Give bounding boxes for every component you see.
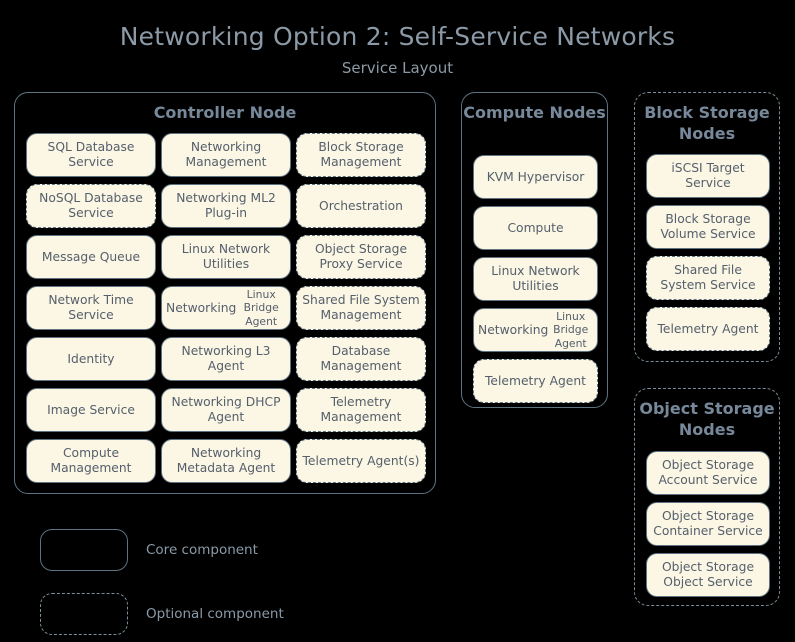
service-chip[interactable]: Block Storage Volume Service <box>646 205 770 249</box>
service-chip-label: Block Storage Volume Service <box>660 212 756 241</box>
service-chip[interactable]: Shared File System Service <box>646 256 770 300</box>
service-chip-label: Compute <box>507 220 564 235</box>
service-chip-label: Telemetry Agent(s) <box>302 453 420 468</box>
service-chip[interactable]: SQL Database Service <box>26 133 156 177</box>
service-chip-label: iSCSI Target Service <box>671 161 745 190</box>
legend-item: Optional component <box>40 582 380 642</box>
service-chip[interactable]: Telemetry Agent <box>473 359 598 403</box>
block-storage-nodes-title: Block Storage Nodes <box>644 103 770 144</box>
service-chip-label: Telemetry Agent <box>657 321 759 336</box>
service-chip[interactable]: Networking Linux Bridge Agent <box>473 308 598 352</box>
service-chip-label: Block Storage Management <box>318 140 404 169</box>
service-chip-label: Shared File System Service <box>660 263 756 292</box>
service-chip[interactable]: Object Storage Proxy Service <box>296 235 426 279</box>
service-chip-label: Linux Network Utilities <box>491 264 580 293</box>
service-chip[interactable]: KVM Hypervisor <box>473 155 598 199</box>
service-chip-label: Orchestration <box>319 198 403 213</box>
legend-item-label: Core component <box>146 542 258 558</box>
service-chip-sublabel: Linux Bridge Agent <box>553 310 589 350</box>
controller-node-title: Controller Node <box>153 103 297 122</box>
compute-nodes-title: Compute Nodes <box>463 103 606 122</box>
service-chip[interactable]: Image Service <box>26 388 156 432</box>
service-chip-label: Object Storage Proxy Service <box>314 242 408 271</box>
legend-item-label: Optional component <box>146 606 284 622</box>
service-chip-label: Networking <box>166 300 237 315</box>
service-chip[interactable]: Networking Management <box>161 133 291 177</box>
service-chip-label: Networking ML2 Plug-in <box>176 191 276 220</box>
service-chip[interactable]: Networking DHCP Agent <box>161 388 291 432</box>
block-storage-nodes-container: Block Storage Nodes iSCSI Target Service… <box>634 92 780 362</box>
service-chip-label: Object Storage Container Service <box>653 509 763 538</box>
service-chip-label: SQL Database Service <box>47 140 135 169</box>
service-chip-label: Networking L3 Agent <box>181 344 271 373</box>
controller-node-service-grid: SQL Database Service Networking Managemen… <box>26 133 426 483</box>
service-chip-label: Network Time Service <box>48 293 134 322</box>
object-storage-nodes-container: Object Storage Nodes Object Storage Acco… <box>634 388 780 606</box>
service-chip[interactable]: Linux Network Utilities <box>473 257 598 301</box>
service-chip-label: KVM Hypervisor <box>486 169 585 184</box>
service-chip-label: Networking Management <box>185 140 267 169</box>
service-chip-label: Linux Network Utilities <box>181 242 271 271</box>
object-storage-nodes-title: Object Storage Nodes <box>639 399 775 440</box>
service-chip-label: Database Management <box>320 344 402 373</box>
service-chip-label: Object Storage Object Service <box>661 560 755 589</box>
service-chip-label: Networking DHCP Agent <box>171 395 281 424</box>
service-chip[interactable]: Linux Network Utilities <box>161 235 291 279</box>
service-chip[interactable]: Networking ML2 Plug-in <box>161 184 291 228</box>
service-chip[interactable]: Networking Metadata Agent <box>161 439 291 483</box>
service-chip-label: Compute Management <box>50 446 132 475</box>
service-chip[interactable]: Identity <box>26 337 156 381</box>
service-chip[interactable]: Shared File System Management <box>296 286 426 330</box>
service-chip-label: Identity <box>67 351 115 366</box>
service-chip[interactable]: Compute <box>473 206 598 250</box>
service-chip[interactable]: Object Storage Object Service <box>646 553 770 597</box>
service-chip[interactable]: Telemetry Management <box>296 388 426 432</box>
service-chip-label: Shared File System Management <box>302 293 420 322</box>
service-chip[interactable]: Message Queue <box>26 235 156 279</box>
service-chip-label: Object Storage Account Service <box>658 458 758 487</box>
legend-swatch-core <box>40 529 128 571</box>
service-chip-label: Networking <box>478 322 549 337</box>
service-chip[interactable]: Network Time Service <box>26 286 156 330</box>
service-chip[interactable]: Networking L3 Agent <box>161 337 291 381</box>
service-chip[interactable]: Database Management <box>296 337 426 381</box>
service-chip[interactable]: Orchestration <box>296 184 426 228</box>
service-chip-label: NoSQL Database Service <box>39 191 143 220</box>
service-chip[interactable]: iSCSI Target Service <box>646 154 770 198</box>
service-chip[interactable]: Block Storage Management <box>296 133 426 177</box>
service-chip[interactable]: Object Storage Account Service <box>646 451 770 495</box>
service-chip-sublabel: Linux Bridge Agent <box>243 288 279 328</box>
service-chip-label: Message Queue <box>41 249 141 264</box>
service-chip[interactable]: Telemetry Agent(s) <box>296 439 426 483</box>
service-chip-label: Telemetry Management <box>320 395 402 424</box>
service-chip[interactable]: Compute Management <box>26 439 156 483</box>
service-chip-label: Telemetry Agent <box>485 373 586 388</box>
service-chip[interactable]: Networking Linux Bridge Agent <box>161 286 291 330</box>
service-chip[interactable]: Telemetry Agent <box>646 307 770 351</box>
page-title: Networking Option 2: Self-Service Networ… <box>119 22 676 51</box>
page-subtitle: Service Layout <box>341 59 454 77</box>
service-chip-label: Image Service <box>47 402 135 417</box>
service-chip[interactable]: Object Storage Container Service <box>646 502 770 546</box>
service-chip-label: Networking Metadata Agent <box>176 446 276 475</box>
legend-item: Core component <box>40 518 380 582</box>
service-chip[interactable]: NoSQL Database Service <box>26 184 156 228</box>
legend-swatch-optional <box>40 593 128 635</box>
